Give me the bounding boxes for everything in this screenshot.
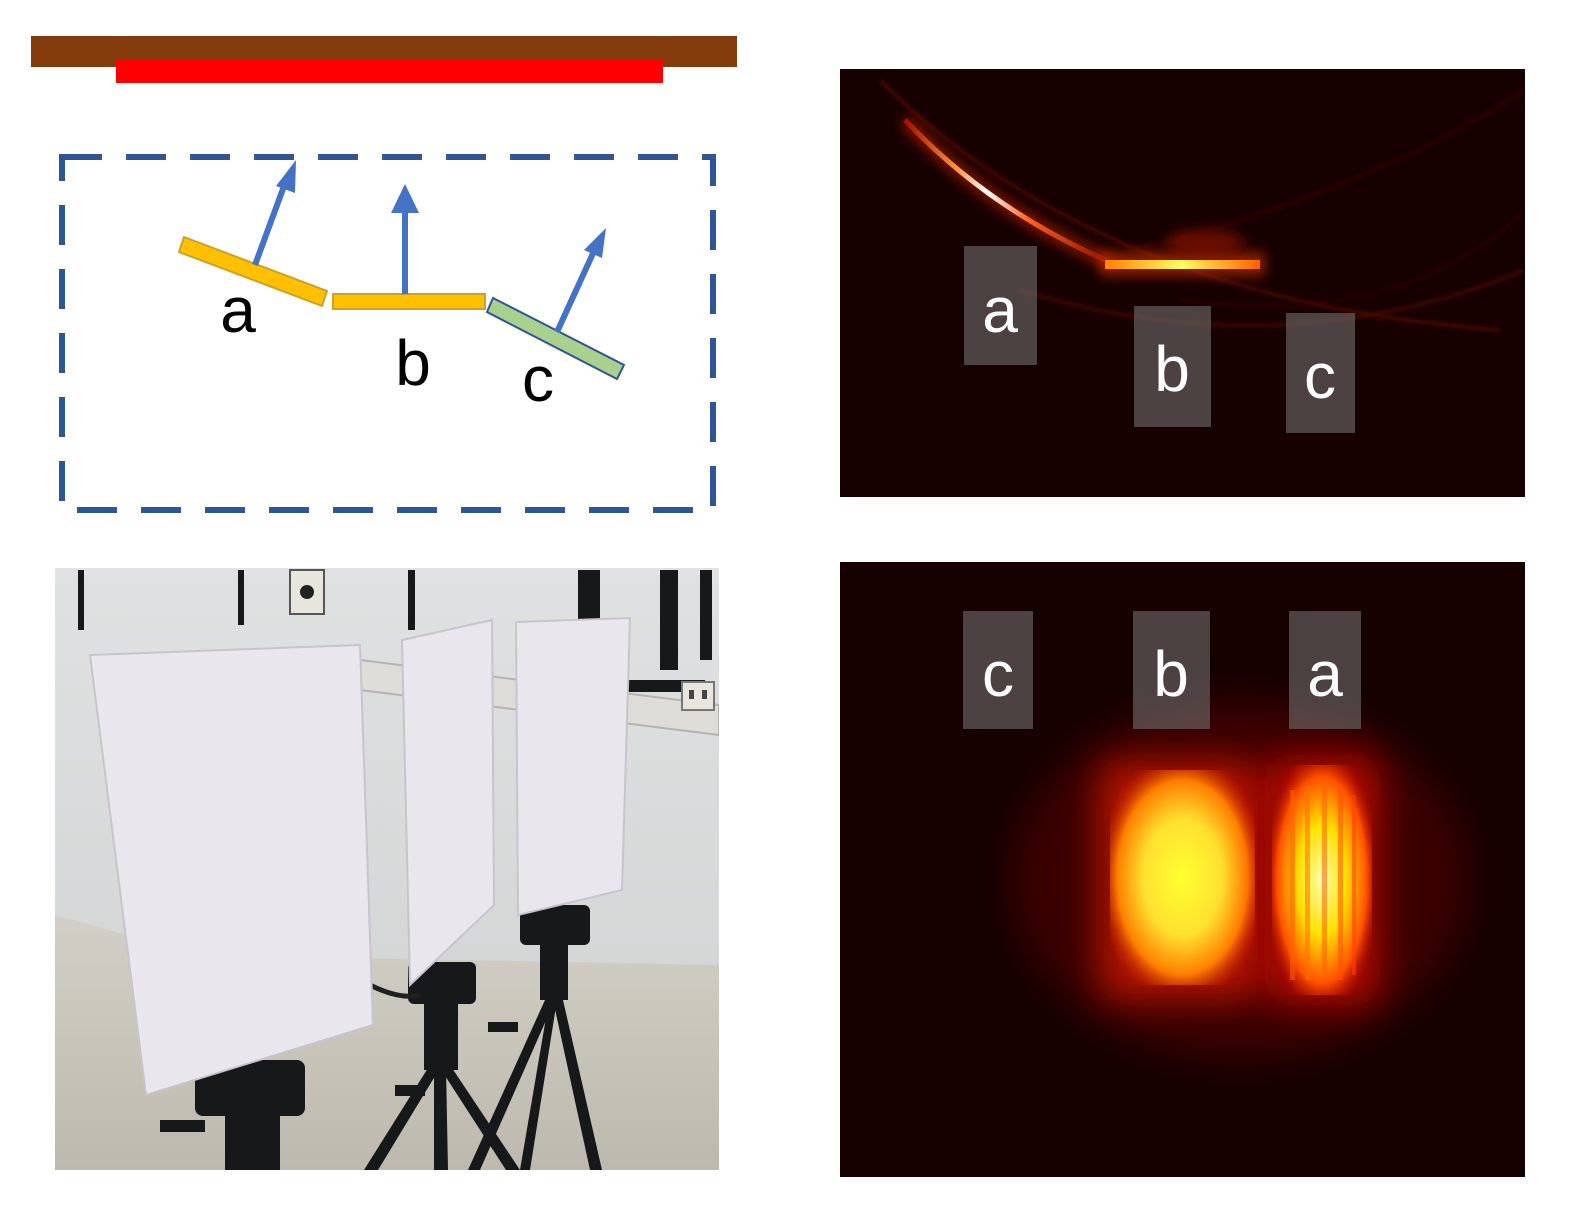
board-a <box>88 643 375 1097</box>
reflector-a <box>177 160 329 308</box>
diagram-label-b: b <box>395 327 431 399</box>
wall-outlet-icon <box>681 681 715 711</box>
reflector-b-echo-top <box>1110 770 1255 985</box>
tripod-icon <box>160 1060 305 1170</box>
reflector-b-echo <box>1105 260 1260 269</box>
schematic-diagram: a b c <box>31 36 737 513</box>
side-view-image: a b c <box>840 69 1525 497</box>
side-label-a: a <box>982 274 1018 346</box>
experiment-photo <box>55 568 719 1170</box>
arrow-head-b <box>391 184 419 213</box>
reflector-a-echo <box>903 118 1111 265</box>
side-label-box-b <box>1134 306 1211 427</box>
arrow-head-a <box>276 160 296 193</box>
diagram-label-a: a <box>220 274 256 346</box>
side-label-c: c <box>1304 340 1336 412</box>
reflector-c <box>485 228 626 381</box>
side-label-box-c <box>1286 313 1355 433</box>
top-view-image: c b a <box>840 562 1525 1177</box>
diagram-label-c: c <box>522 343 554 415</box>
reflector-b <box>332 184 486 310</box>
side-label-b: b <box>1154 333 1190 405</box>
scene-boundary <box>59 154 716 513</box>
top-label-box-b <box>1133 611 1210 729</box>
board-b <box>400 618 496 988</box>
top-label-a: a <box>1307 638 1343 710</box>
board-c <box>514 616 632 917</box>
side-label-box-a <box>964 246 1037 365</box>
tripod-icon <box>364 962 520 1170</box>
top-label-c: c <box>982 638 1014 710</box>
top-label-box-a <box>1289 611 1361 729</box>
transducer-bar <box>116 59 663 83</box>
arrow-head-c <box>584 228 606 258</box>
top-label-b: b <box>1153 638 1189 710</box>
wall-outlet-icon <box>289 569 325 615</box>
top-label-box-c <box>963 611 1033 729</box>
